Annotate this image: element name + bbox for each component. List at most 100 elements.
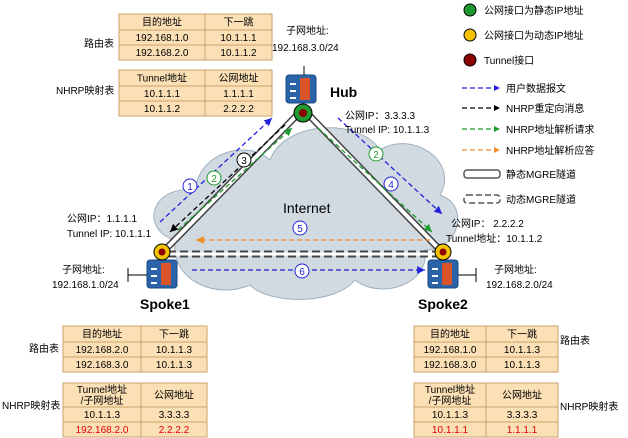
hub-nhrp-table-cell: 10.1.1.1 bbox=[144, 89, 181, 100]
hub-nhrp-table: Tunnel地址 公网地址 10.1.1.1 1.1.1.1 10.1.1.2 2.2.2… bbox=[118, 69, 273, 117]
spoke1-route-table-cell: 192.168.3.0 bbox=[76, 360, 129, 371]
spoke1-route-table-cell: 192.168.2.0 bbox=[76, 345, 129, 356]
spoke1-nhrp-table-header: 公网地址 bbox=[154, 389, 194, 402]
hub-nhrp-table-cell: 2.2.2.2 bbox=[223, 104, 254, 115]
spoke2-tunnel-ip: Tunnel地址：10.1.1.2 bbox=[446, 232, 543, 245]
user-data-arrow-1 bbox=[159, 117, 273, 223]
spoke1-tunnel-interface bbox=[153, 243, 171, 261]
step-marker-1: 1 bbox=[182, 178, 198, 194]
spoke1-route-table-header: 下一跳 bbox=[159, 328, 189, 341]
step-marker-5: 5 bbox=[292, 220, 308, 236]
spoke1-route-table-header: 目的地址 bbox=[82, 328, 122, 341]
legend-label: 动态MGRE隧道 bbox=[506, 193, 576, 206]
step-marker-2b: 2 bbox=[368, 146, 384, 162]
spoke1-router-icon bbox=[146, 259, 178, 289]
spoke2-label: Spoke2 bbox=[418, 296, 468, 312]
spoke1-route-table-cell: 10.1.1.3 bbox=[156, 345, 193, 356]
hub-route-table-title: 路由表 bbox=[84, 37, 114, 50]
spoke2-tunnel-interface bbox=[434, 243, 452, 261]
spoke2-nhrp-table-cell: 10.1.1.1 bbox=[432, 425, 469, 436]
spoke2-nhrp-table-cell: 10.1.1.3 bbox=[432, 410, 469, 421]
hub-route-table-cell: 10.1.1.2 bbox=[220, 48, 257, 59]
hub-nhrp-table-header: 公网地址 bbox=[219, 72, 259, 85]
legend-item: NHRP重定向消息 bbox=[462, 102, 584, 115]
spoke2-route-table-cell: 192.168.3.0 bbox=[424, 360, 477, 371]
svg-text:1: 1 bbox=[187, 182, 193, 193]
spoke1-nhrp-table-cell: 192.168.2.0 bbox=[76, 425, 129, 436]
hub-route-table-cell: 192.168.1.0 bbox=[136, 33, 189, 44]
hub-route-table-cell: 192.168.2.0 bbox=[136, 48, 189, 59]
spoke1-tunnel-ip: Tunnel IP: 10.1.1.1 bbox=[67, 229, 152, 240]
legend-label: 公网接口为动态IP地址 bbox=[484, 29, 583, 42]
spoke1-subnet: 192.168.1.0/24 bbox=[52, 280, 119, 291]
hub-route-table-header: 下一跳 bbox=[224, 16, 254, 29]
hub-label: Hub bbox=[330, 84, 357, 100]
static-mgre-tunnel-left bbox=[160, 109, 303, 255]
legend-item: NHRP地址解析应答 bbox=[462, 144, 594, 157]
hub-public-ip: 公网IP：3.3.3.3 bbox=[345, 110, 415, 122]
spoke1-nhrp-table-cell: 3.3.3.3 bbox=[159, 410, 190, 421]
step-marker-2: 2 bbox=[206, 170, 222, 186]
spoke2-nhrp-table-cell: 3.3.3.3 bbox=[507, 410, 538, 421]
spoke2-route-table-cell: 10.1.1.3 bbox=[504, 345, 541, 356]
svg-text:3: 3 bbox=[241, 156, 247, 167]
spoke2-nhrp-table: Tunnel地址/子网地址 公网地址 10.1.1.3 3.3.3.3 10.1.1.1… bbox=[413, 382, 559, 438]
spoke2-subnet: 192.168.2.0/24 bbox=[486, 280, 553, 291]
hub-nhrp-table-title: NHRP映射表 bbox=[56, 84, 114, 97]
hub-route-table-cell: 10.1.1.1 bbox=[220, 33, 257, 44]
spoke1-label: Spoke1 bbox=[140, 296, 190, 312]
spoke1-nhrp-table-cell: 10.1.1.3 bbox=[84, 410, 121, 421]
nhrp-request-arrow-2 bbox=[317, 127, 433, 233]
hub-subnet: 192.168.3.0/24 bbox=[272, 43, 339, 54]
spoke1-route-table-title: 路由表 bbox=[29, 342, 59, 355]
legend: 公网接口为静态IP地址公网接口为动态IP地址Tunnel接口用户数据报文NHRP… bbox=[462, 3, 594, 206]
legend-swatch bbox=[463, 169, 501, 179]
spoke2-subnet-label: 子网地址: bbox=[494, 263, 537, 276]
step-marker-4: 4 bbox=[383, 176, 399, 192]
spoke1-subnet-label: 子网地址: bbox=[62, 263, 105, 276]
spoke2-public-ip: 公网IP： 2.2.2.2 bbox=[451, 218, 524, 230]
legend-item: 静态MGRE隧道 bbox=[463, 168, 576, 181]
spoke1-nhrp-table-header: Tunnel地址/子网地址 bbox=[77, 383, 127, 407]
spoke2-nhrp-table-header: 公网地址 bbox=[502, 389, 542, 402]
legend-item: 动态MGRE隧道 bbox=[463, 193, 576, 206]
spoke2-route-table-cell: 10.1.1.3 bbox=[504, 360, 541, 371]
spoke1-public-ip: 公网IP：1.1.1.1 bbox=[67, 213, 137, 225]
legend-label: Tunnel接口 bbox=[484, 54, 534, 67]
svg-text:5: 5 bbox=[297, 224, 303, 235]
hub-route-table-header: 目的地址 bbox=[142, 16, 182, 29]
legend-label: NHRP地址解析请求 bbox=[506, 123, 594, 136]
hub-nhrp-table-cell: 1.1.1.1 bbox=[223, 89, 254, 100]
svg-text:2: 2 bbox=[373, 150, 379, 161]
legend-label: NHRP地址解析应答 bbox=[506, 144, 594, 157]
nhrp-redirect-arrow bbox=[169, 124, 286, 233]
svg-text:2: 2 bbox=[211, 174, 217, 185]
spoke2-nhrp-table-header: Tunnel地址/子网地址 bbox=[425, 383, 475, 407]
hub-route-table: 目的地址 下一跳 192.168.1.0 10.1.1.1 192.168.2.0 10.… bbox=[118, 13, 273, 61]
legend-item: 用户数据报文 bbox=[462, 82, 566, 95]
hub-router-icon bbox=[285, 74, 317, 104]
hub-nhrp-table-header: Tunnel地址 bbox=[137, 72, 187, 85]
spoke2-nhrp-table-title: NHRP映射表 bbox=[560, 400, 618, 413]
legend-item: NHRP地址解析请求 bbox=[462, 123, 594, 136]
legend-swatch bbox=[463, 3, 477, 17]
spoke1-nhrp-table-title: NHRP映射表 bbox=[2, 399, 60, 412]
hub-tunnel-interface bbox=[293, 103, 313, 123]
hub-tunnel-ip: Tunnel IP: 10.1.1.3 bbox=[345, 125, 430, 136]
spoke2-route-table-cell: 192.168.1.0 bbox=[424, 345, 477, 356]
svg-text:6: 6 bbox=[299, 267, 305, 278]
spoke1-nhrp-table-cell: 2.2.2.2 bbox=[159, 425, 190, 436]
spoke1-nhrp-table: Tunnel地址/子网地址 公网地址 10.1.1.3 3.3.3.3 192.168.… bbox=[62, 382, 208, 438]
spoke2-router-icon bbox=[427, 259, 459, 289]
legend-item: Tunnel接口 bbox=[463, 53, 534, 67]
hub-nhrp-table-cell: 10.1.1.2 bbox=[144, 104, 181, 115]
spoke2-route-table-header: 下一跳 bbox=[507, 328, 537, 341]
legend-label: 用户数据报文 bbox=[506, 82, 566, 95]
internet-label: Internet bbox=[283, 200, 331, 216]
svg-text:4: 4 bbox=[388, 180, 394, 191]
legend-swatch bbox=[463, 194, 501, 204]
spoke2-nhrp-table-cell: 1.1.1.1 bbox=[507, 425, 538, 436]
legend-item: 公网接口为动态IP地址 bbox=[463, 28, 583, 42]
